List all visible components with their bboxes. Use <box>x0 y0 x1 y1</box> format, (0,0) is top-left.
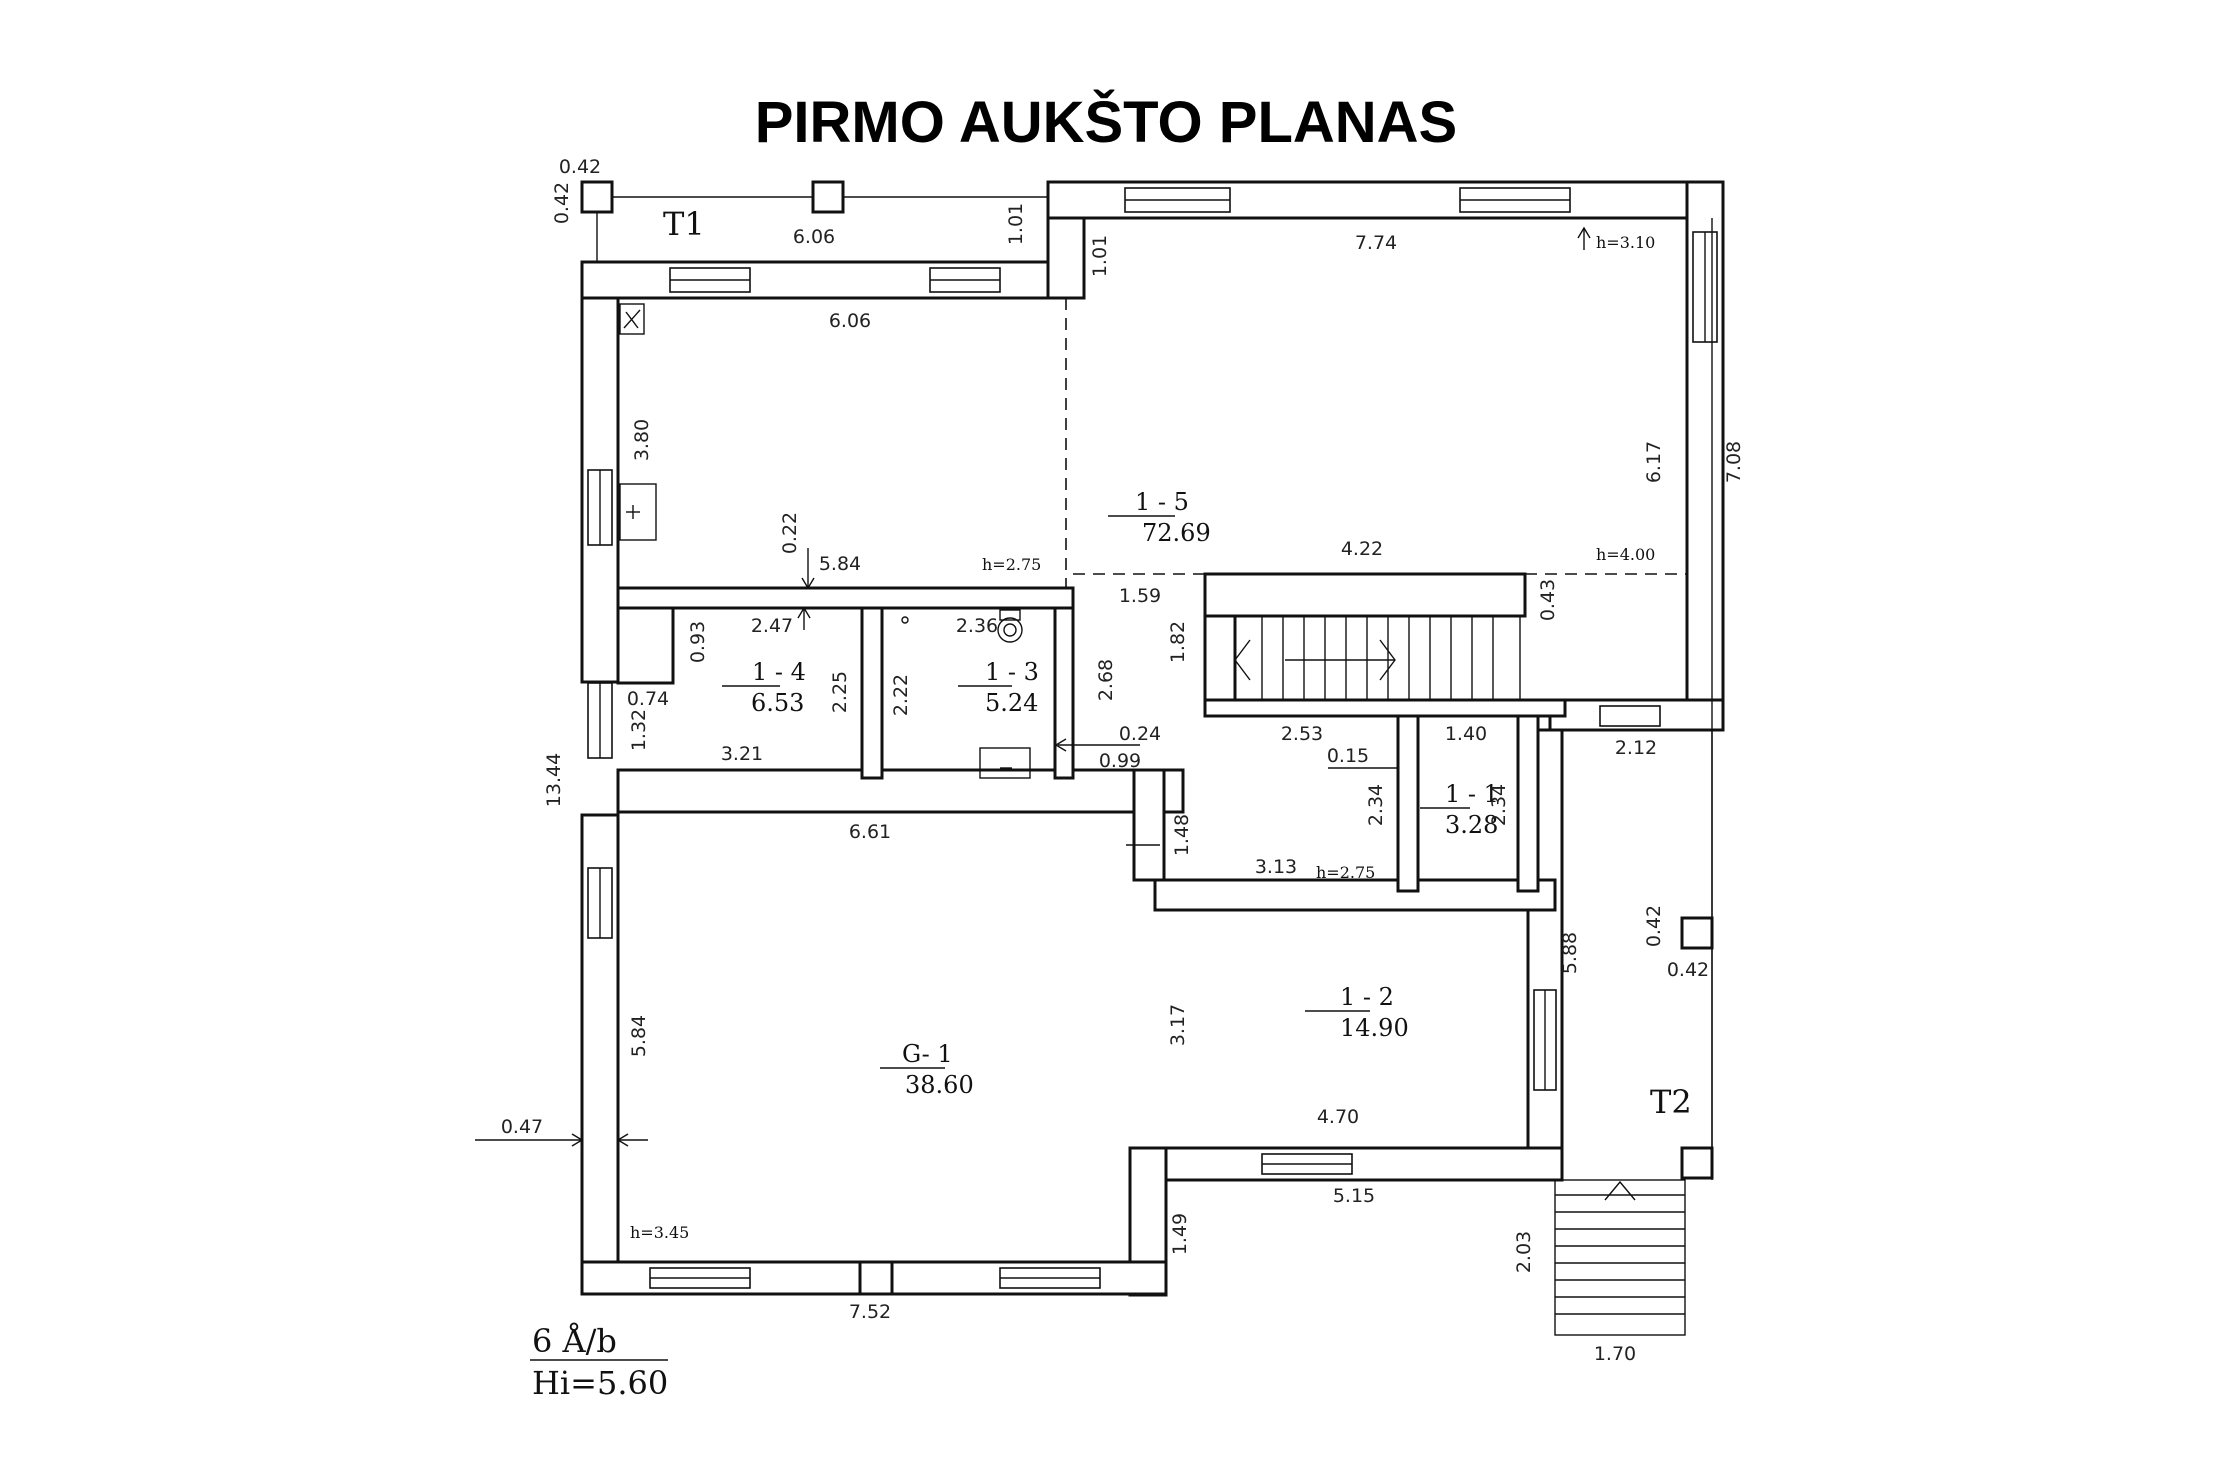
dimension: 5.15 <box>1333 1185 1375 1207</box>
entrance-stairs <box>1554 1179 1686 1336</box>
dimension: 1.32 <box>628 709 650 751</box>
room-code: 1 - 2 <box>1340 983 1394 1011</box>
dimension: 1.59 <box>1119 585 1161 607</box>
dimension: 6.61 <box>849 821 891 843</box>
dimension: 0.42 <box>1667 959 1709 981</box>
dimension: 13.44 <box>543 753 565 807</box>
dimension: 0.42 <box>1643 905 1665 947</box>
dimension: 0.24 <box>1119 723 1161 745</box>
dimension: 3.21 <box>721 743 763 765</box>
dimension: 1.49 <box>1169 1213 1191 1255</box>
dimension: 0.42 <box>551 182 573 224</box>
dimension: 2.22 <box>890 674 912 716</box>
interior-stairs <box>1234 615 1521 701</box>
height-label: h=2.75 <box>982 555 1041 574</box>
dimension: 3.80 <box>631 419 653 461</box>
dimension: 4.22 <box>1341 538 1383 560</box>
dimension: 2.68 <box>1095 659 1117 701</box>
height-label: h=3.10 <box>1596 233 1655 252</box>
dimension: 2.36 <box>956 615 998 637</box>
dimension: 0.99 <box>1099 750 1141 772</box>
dimension: 6.06 <box>829 310 871 332</box>
plan-legend: 6 Å/b Hi=5.60 <box>530 1322 668 1402</box>
room-code: 1 - 1 <box>1445 780 1499 808</box>
dimension: 0.43 <box>1537 579 1559 621</box>
dimension: 3.13 <box>1255 856 1297 878</box>
columns <box>580 180 1714 1296</box>
dimension: 3.17 <box>1167 1004 1189 1046</box>
dimension: 6.17 <box>1643 441 1665 483</box>
room-code: 1 - 4 <box>752 658 806 686</box>
legend-line-2: Hi=5.60 <box>532 1364 668 1402</box>
room-area: 72.69 <box>1142 519 1211 547</box>
room-area: 6.53 <box>751 689 804 717</box>
room-labels: 1 - 5 72.69 1 - 4 6.53 1 - 3 5.24 1 - 1 … <box>722 488 1499 1099</box>
dimension-labels: 0.42 0.42 6.06 1.01 1.01 7.74 6.06 3.80 … <box>501 156 1745 1365</box>
plan-title: PIRMO AUKŠTO PLANAS <box>755 90 1458 155</box>
room-area: 38.60 <box>905 1071 974 1099</box>
dimension: 1.48 <box>1171 814 1193 856</box>
interior-walls <box>616 572 1567 912</box>
room-code: 1 - 5 <box>1135 488 1189 516</box>
dimension: 2.34 <box>1365 784 1387 826</box>
dimension: 5.88 <box>1559 932 1581 974</box>
dimension: 2.53 <box>1281 723 1323 745</box>
dimension: 7.74 <box>1355 232 1397 254</box>
fixtures <box>619 303 1031 779</box>
dimension: 0.47 <box>501 1116 543 1138</box>
room-area: 5.24 <box>985 689 1038 717</box>
dimension: 0.93 <box>687 621 709 663</box>
terrace-label-t1: T1 <box>663 205 705 243</box>
dimension: 2.47 <box>751 615 793 637</box>
room-area: 3.28 <box>1445 811 1498 839</box>
dimension: 1.01 <box>1089 235 1111 277</box>
dimension: 0.42 <box>559 156 601 178</box>
dimension: 6.06 <box>793 226 835 248</box>
dimension: 0.74 <box>627 688 669 710</box>
legend-line-1: 6 Å/b <box>532 1322 617 1360</box>
ceiling-heights: h=3.10 h=2.75 h=4.00 h=2.75 h=3.45 <box>630 233 1655 1242</box>
dimension: 7.52 <box>849 1301 891 1323</box>
dimension: 0.15 <box>1327 745 1369 767</box>
room-code: G- 1 <box>902 1040 953 1068</box>
room-boundaries <box>1065 298 1687 588</box>
dimension: 1.82 <box>1167 621 1189 663</box>
room-code: 1 - 3 <box>985 658 1039 686</box>
dimension: 7.08 <box>1723 441 1745 483</box>
dimension: 2.03 <box>1513 1231 1535 1273</box>
dimension: 0.22 <box>779 512 801 554</box>
height-label: h=2.75 <box>1316 863 1375 882</box>
dimension: 2.34 <box>1488 784 1510 826</box>
dimension: 5.84 <box>628 1015 650 1057</box>
room-area: 14.90 <box>1340 1014 1409 1042</box>
terrace-label-t2: T2 <box>1650 1083 1692 1121</box>
dimension: 1.01 <box>1005 203 1027 245</box>
height-label: h=4.00 <box>1596 545 1655 564</box>
dimension: 2.25 <box>829 671 851 713</box>
dimension-arrows <box>475 218 1713 1180</box>
dimension: 1.40 <box>1445 723 1487 745</box>
dimension: 4.70 <box>1317 1106 1359 1128</box>
dimension: 2.12 <box>1615 737 1657 759</box>
height-label: h=3.45 <box>630 1223 689 1242</box>
windows <box>587 187 1718 1289</box>
dimension: 1.70 <box>1594 1343 1636 1365</box>
dimension: 5.84 <box>819 553 861 575</box>
